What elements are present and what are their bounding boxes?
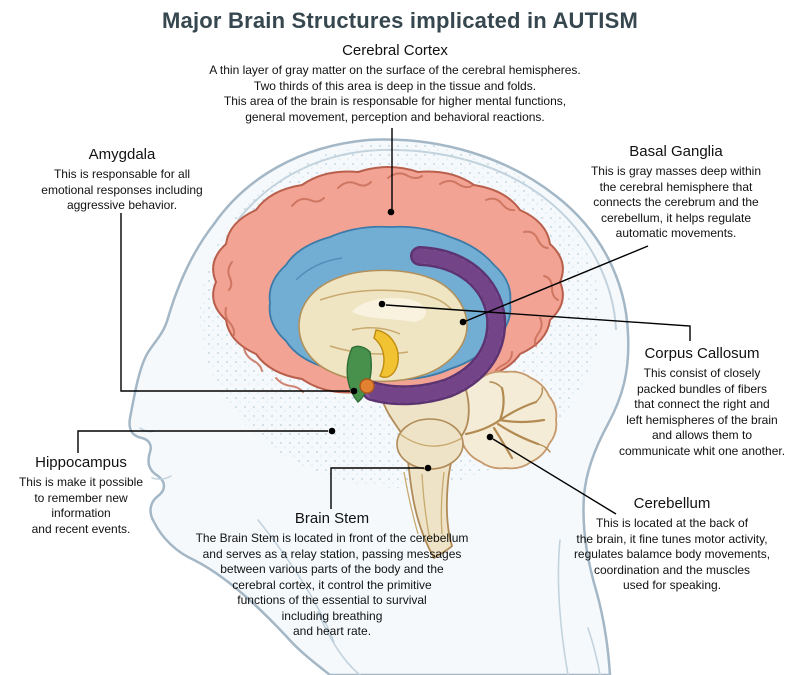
corpus-callosum-fornix-arc [362, 246, 507, 406]
label-brain-stem: Brain Stem The Brain Stem is located in … [180, 510, 484, 640]
connector-line-amygdala [120, 213, 350, 392]
connector-dot-cerebellum [486, 433, 494, 441]
connector-line-corpus-callosum [385, 304, 691, 341]
label-hippocampus-heading: Hippocampus [35, 454, 127, 471]
connector-dot-basal-ganglia [459, 318, 467, 326]
connector-dot-amygdala [350, 387, 358, 395]
purple-arc-segments [364, 248, 504, 403]
front-neck-line [317, 611, 361, 675]
connector-dot-brain-stem [424, 464, 432, 472]
jaw-line [257, 519, 335, 643]
label-hippocampus: Hippocampus This is make it possible to … [0, 454, 162, 537]
connector-line-basal-ganglia [465, 245, 649, 322]
connector-dot-cerebral-cortex [387, 208, 395, 216]
connector-dots [328, 208, 494, 472]
thalamus-region [298, 269, 468, 383]
ventricle-highlight [352, 297, 426, 322]
connector-lines [77, 128, 691, 515]
shoulder-line [587, 627, 601, 675]
label-brain-stem-heading: Brain Stem [294, 510, 370, 527]
label-cerebellum: Cerebellum This is located at the back o… [562, 495, 782, 594]
pons-shape [396, 418, 464, 470]
label-cerebral-cortex-heading: Cerebral Cortex [342, 42, 448, 59]
label-basal-ganglia: Basal Ganglia This is gray masses deep w… [570, 143, 782, 242]
connector-dot-corpus-callosum [378, 300, 386, 308]
hypothalamus-shape [373, 329, 399, 378]
amygdala-shape [359, 378, 375, 394]
connector-line-hippocampus [77, 430, 328, 453]
connector-line-brain-stem [330, 467, 424, 509]
connector-line-cerebellum [492, 438, 617, 515]
connector-dot-hippocampus [328, 427, 336, 435]
label-amygdala-heading: Amygdala [88, 146, 156, 163]
page-title: Major Brain Structures implicated in AUT… [162, 8, 638, 33]
label-cerebral-cortex: Cerebral Cortex A thin layer of gray mat… [175, 42, 615, 125]
label-corpus-callosum-heading: Corpus Callosum [644, 345, 760, 362]
label-corpus-callosum: Corpus Callosum This consist of closely … [606, 345, 798, 459]
label-cerebellum-heading: Cerebellum [633, 495, 711, 512]
face-details [139, 427, 601, 675]
label-amygdala: Amygdala This is responsable for all emo… [18, 146, 226, 214]
back-neck-line [557, 539, 569, 675]
brainstem-lines [399, 433, 463, 541]
label-basal-ganglia-heading: Basal Ganglia [629, 143, 723, 160]
cerebellum-arbor-vitae [464, 381, 551, 460]
brain-illustration [212, 166, 564, 560]
lips-line [151, 475, 172, 480]
